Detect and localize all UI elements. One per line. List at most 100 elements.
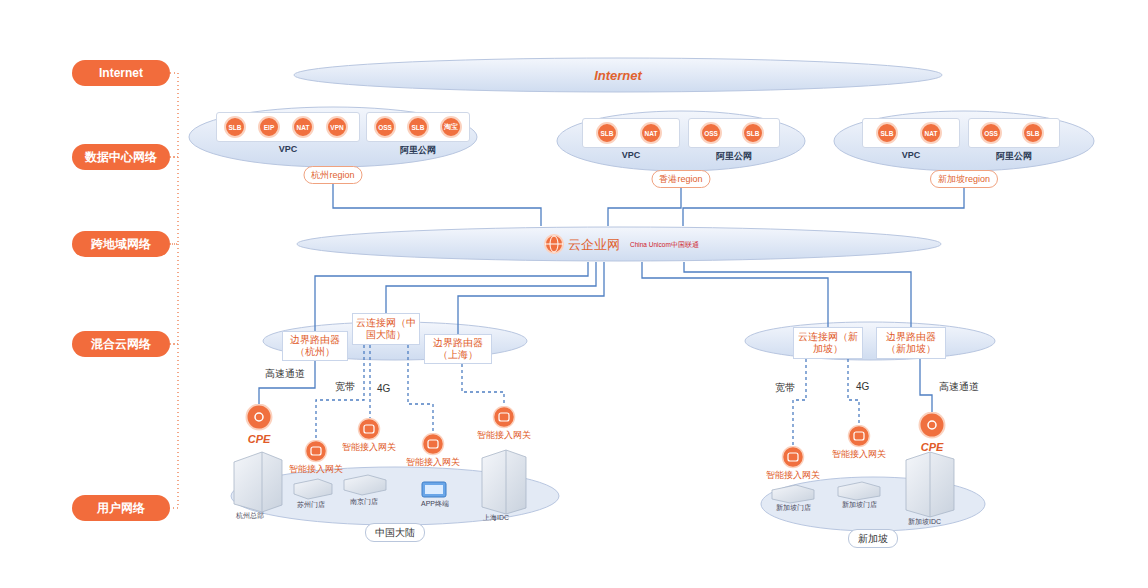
app-tablet	[422, 482, 446, 497]
node-label: 智能接入网关	[462, 430, 546, 442]
store-building	[772, 485, 814, 503]
store-building	[838, 482, 880, 500]
node-label: OSS	[704, 130, 718, 137]
node-shape	[918, 412, 946, 440]
node-label: Internet	[594, 68, 642, 83]
globe-icon	[545, 235, 563, 253]
cpe-glyph	[255, 413, 263, 421]
gateway-glyph	[364, 425, 374, 433]
node-label: 跨地域网络	[91, 236, 151, 253]
network-link	[608, 188, 681, 226]
node-shape	[761, 446, 825, 470]
region-ellipse: 香港regionVPCSLBNAT阿里公网OSSSLB	[556, 110, 806, 188]
node-label: SLB	[412, 124, 425, 131]
node-label: OSS	[378, 124, 392, 131]
service-icon: OSS	[374, 116, 396, 138]
gateway-node: 智能接入网关	[284, 440, 348, 478]
edge-label: 宽带	[334, 381, 356, 393]
edge-label: 高速通道	[938, 381, 980, 393]
router-box: 云连接网（中国大陆）	[352, 313, 420, 345]
node-label: 新加坡	[848, 529, 898, 548]
cpe-icon	[247, 405, 272, 430]
gateway-glyph	[788, 453, 798, 461]
cpe-glyph	[928, 421, 936, 429]
store-building	[294, 479, 332, 499]
category-pill: 用户网络	[72, 495, 170, 521]
node-label: EIP	[264, 124, 274, 131]
cpe-icon	[920, 413, 945, 438]
dotted-guide	[170, 344, 178, 508]
node-label: VPN	[330, 124, 343, 131]
node-label: 智能接入网关	[817, 449, 901, 461]
node-label: 云连接网（中国大陆）	[356, 317, 416, 341]
region-ellipse: 新加坡regionVPCSLBNAT阿里公网OSSSLB	[833, 110, 1095, 188]
gateway-node: 智能接入网关	[337, 418, 401, 456]
network-link	[920, 359, 932, 412]
node-label: SLB	[1027, 130, 1040, 137]
site-label: 新加坡IDC	[908, 517, 941, 526]
category-pill: Internet	[72, 60, 170, 86]
service-icon: OSS	[980, 122, 1002, 144]
node-label: SLB	[601, 130, 614, 137]
globe-line	[545, 244, 563, 245]
network-link	[458, 262, 604, 334]
cpe-node: CPE	[918, 412, 946, 456]
node-label: 阿里公网	[968, 150, 1060, 163]
gateway-node: 智能接入网关	[472, 406, 536, 444]
dotted-guide	[170, 244, 178, 344]
hybrid-ellipse	[745, 322, 995, 360]
gateway-icon	[849, 426, 870, 447]
node-label: 杭州region	[303, 166, 362, 184]
site-label: 新加坡门店	[776, 503, 811, 512]
node-label: 用户网络	[97, 500, 145, 517]
service-icon: VPN	[326, 116, 348, 138]
router-box: 边界路由器（上海）	[424, 334, 492, 364]
dashed-link	[793, 359, 806, 446]
band-ellipse	[297, 227, 941, 261]
dotted-guide	[170, 73, 178, 157]
router-box: 边界路由器（杭州）	[282, 331, 348, 361]
logo-text: China Unicom中国联通	[630, 240, 699, 249]
node-label: 淘宝	[444, 123, 458, 132]
service-icon: SLB	[742, 122, 764, 144]
node-label: SLB	[229, 124, 242, 131]
ground-ellipse	[834, 111, 1094, 171]
node-label: VPC	[862, 150, 960, 160]
gateway-icon	[359, 419, 380, 440]
service-icon: SLB	[1022, 122, 1044, 144]
service-icon: NAT	[640, 122, 662, 144]
gateway-icon	[783, 447, 804, 468]
site-label: 新加坡门店	[842, 500, 877, 509]
node-label: 边界路由器（杭州）	[286, 334, 344, 358]
gateway-icon	[423, 434, 444, 455]
gateway-glyph	[428, 440, 438, 448]
network-link	[333, 184, 541, 226]
network-link	[684, 262, 911, 327]
category-pill: 跨地域网络	[72, 231, 170, 257]
service-box: VPCSLBNAT	[582, 118, 680, 164]
app-screen	[425, 485, 443, 494]
node-label: NAT	[925, 130, 938, 137]
site-label: APP终端	[421, 499, 449, 508]
idc-edge	[930, 452, 931, 517]
gateway-node: 智能接入网关	[401, 433, 465, 471]
idc-building	[906, 452, 954, 517]
edge-label: 4G	[376, 383, 391, 395]
node-label: CPE	[908, 441, 956, 453]
node-shape	[472, 406, 536, 430]
router-box: 边界路由器（新加坡）	[876, 327, 946, 359]
idc-edge	[506, 450, 507, 514]
node-label: Internet	[99, 66, 143, 80]
service-icon: SLB	[224, 116, 246, 138]
service-icon: NAT	[292, 116, 314, 138]
dashed-link	[369, 345, 370, 418]
node-label: 智能接入网关	[327, 442, 411, 454]
node-shape	[401, 433, 465, 457]
service-icon: 淘宝	[440, 116, 462, 138]
ground-ellipse	[189, 107, 477, 167]
network-link	[386, 262, 596, 313]
service-box: 阿里公网OSSSLB淘宝	[366, 112, 470, 158]
gateway-node: 智能接入网关	[761, 446, 825, 484]
node-label: 香港region	[651, 170, 710, 188]
